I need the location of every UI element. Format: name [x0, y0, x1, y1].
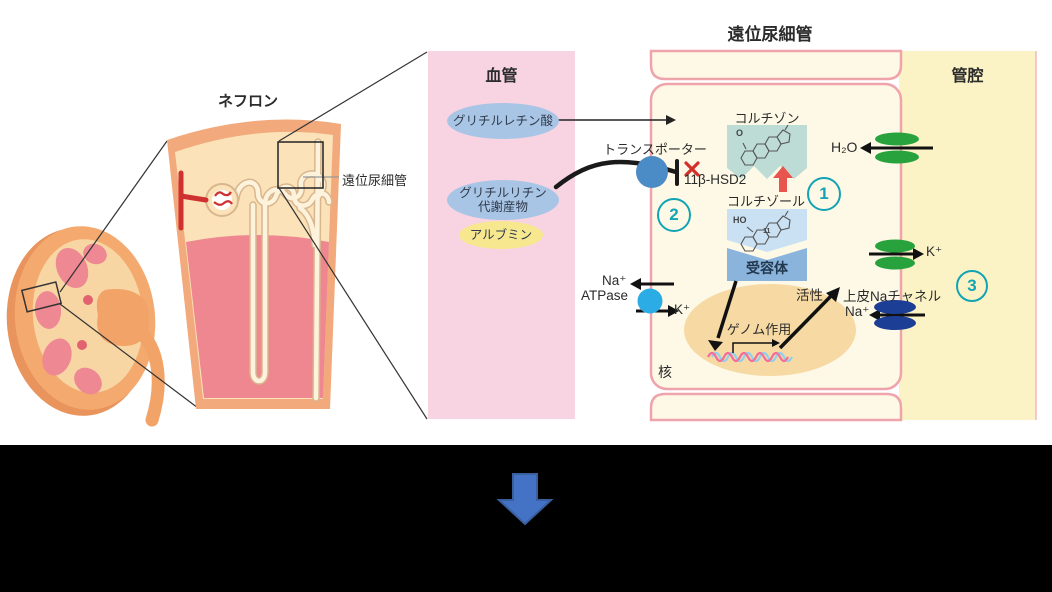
step-2-badge: 2 — [657, 198, 691, 232]
glomerulus — [178, 170, 239, 231]
cortisol-c11-label: 11 — [763, 228, 771, 235]
water-channel — [860, 132, 933, 164]
step-3-badge: 3 — [956, 270, 988, 302]
renal-artery — [178, 170, 209, 231]
cortisol-hydroxyl-label: HO — [733, 215, 747, 225]
down-block-arrow — [496, 473, 554, 526]
step-2-number: 2 — [669, 205, 679, 224]
cortisone-label: コルチゾン — [734, 111, 800, 126]
h2o-label: H₂O — [831, 139, 858, 155]
nephron-title: ネフロン — [218, 93, 279, 110]
na-basolateral-label: Na⁺ — [602, 273, 627, 288]
transporter-circle — [636, 156, 668, 188]
na-apical-label: Na⁺ — [845, 304, 870, 319]
lumen-header: 管腔 — [951, 68, 984, 85]
kidney-to-nephron-lines — [59, 140, 199, 409]
atpase-label: ATPase — [581, 288, 629, 303]
kidney-zoom-box — [20, 281, 63, 313]
glycyrrhizin-label-line1: グリチルリチン — [459, 185, 547, 200]
lumen-panel — [899, 51, 1036, 420]
blood-vessel-header: 血管 — [485, 68, 518, 85]
activation-label: 活性 — [796, 288, 823, 303]
glycyrrhizin-metabolite-pill: グリチルリチン 代謝産物 — [447, 180, 559, 220]
atpase-pump-circle — [637, 288, 663, 314]
potassium-channel — [869, 239, 924, 270]
enzyme-up-arrow — [773, 166, 793, 192]
diagram-title: 遠位尿細管 — [727, 25, 813, 44]
albumin-pill: アルブミン — [459, 221, 543, 249]
kidney-illustration — [6, 226, 165, 427]
cortisone-oxygen-label: O — [736, 128, 744, 138]
transporter-label: トランスポーター — [603, 142, 707, 157]
albumin-label: アルブミン — [469, 227, 533, 242]
step-3-number: 3 — [967, 276, 977, 295]
bottom-black-band — [0, 445, 1052, 592]
genomic-action-label: ゲノム作用 — [726, 322, 792, 337]
ureter — [131, 323, 165, 427]
glycyrrhetinic-acid-arrow — [558, 115, 676, 125]
enzyme-label: 11β-HSD2 — [684, 172, 747, 187]
sodium-channel — [869, 300, 925, 330]
nucleus-label: 核 — [658, 364, 672, 380]
epithelial-na-channel-label: 上皮Naチャネル — [843, 289, 942, 304]
cortisol-box — [727, 209, 807, 252]
receptor-to-dna-arrow — [708, 280, 738, 351]
cortisol-label: コルチゾール — [726, 194, 805, 209]
dna-strand — [707, 351, 793, 363]
k-basolateral-label: K⁺ — [674, 302, 691, 317]
receptor-box — [727, 248, 807, 281]
cortisone-structure — [740, 124, 791, 166]
renal-pyramids — [34, 243, 107, 395]
glycyrrhetinic-acid-pill: グリチルレチン酸 — [447, 103, 559, 139]
nephron-to-panel-lines — [278, 51, 428, 420]
step-1-number: 1 — [819, 184, 829, 203]
inhibition-x-mark — [684, 161, 700, 177]
transporter-inhibition — [553, 156, 700, 190]
nephron-illustration — [167, 119, 341, 409]
activation-arrow — [778, 287, 840, 350]
glycyrrhizin-label-line2: 代謝産物 — [477, 200, 528, 214]
k-apical-label: K⁺ — [926, 244, 943, 259]
glycyrrhetinic-acid-label: グリチルレチン酸 — [452, 113, 553, 128]
na-k-atpase — [630, 278, 679, 317]
receptor-label: 受容体 — [746, 260, 788, 276]
step-1-badge: 1 — [807, 177, 841, 211]
nephron-box-label: 遠位尿細管 — [342, 173, 408, 188]
cortisol-structure — [740, 210, 791, 252]
transcription-arrow — [732, 339, 780, 353]
summary-arrow-art — [496, 473, 554, 526]
nephron-zoom-box — [277, 141, 324, 189]
